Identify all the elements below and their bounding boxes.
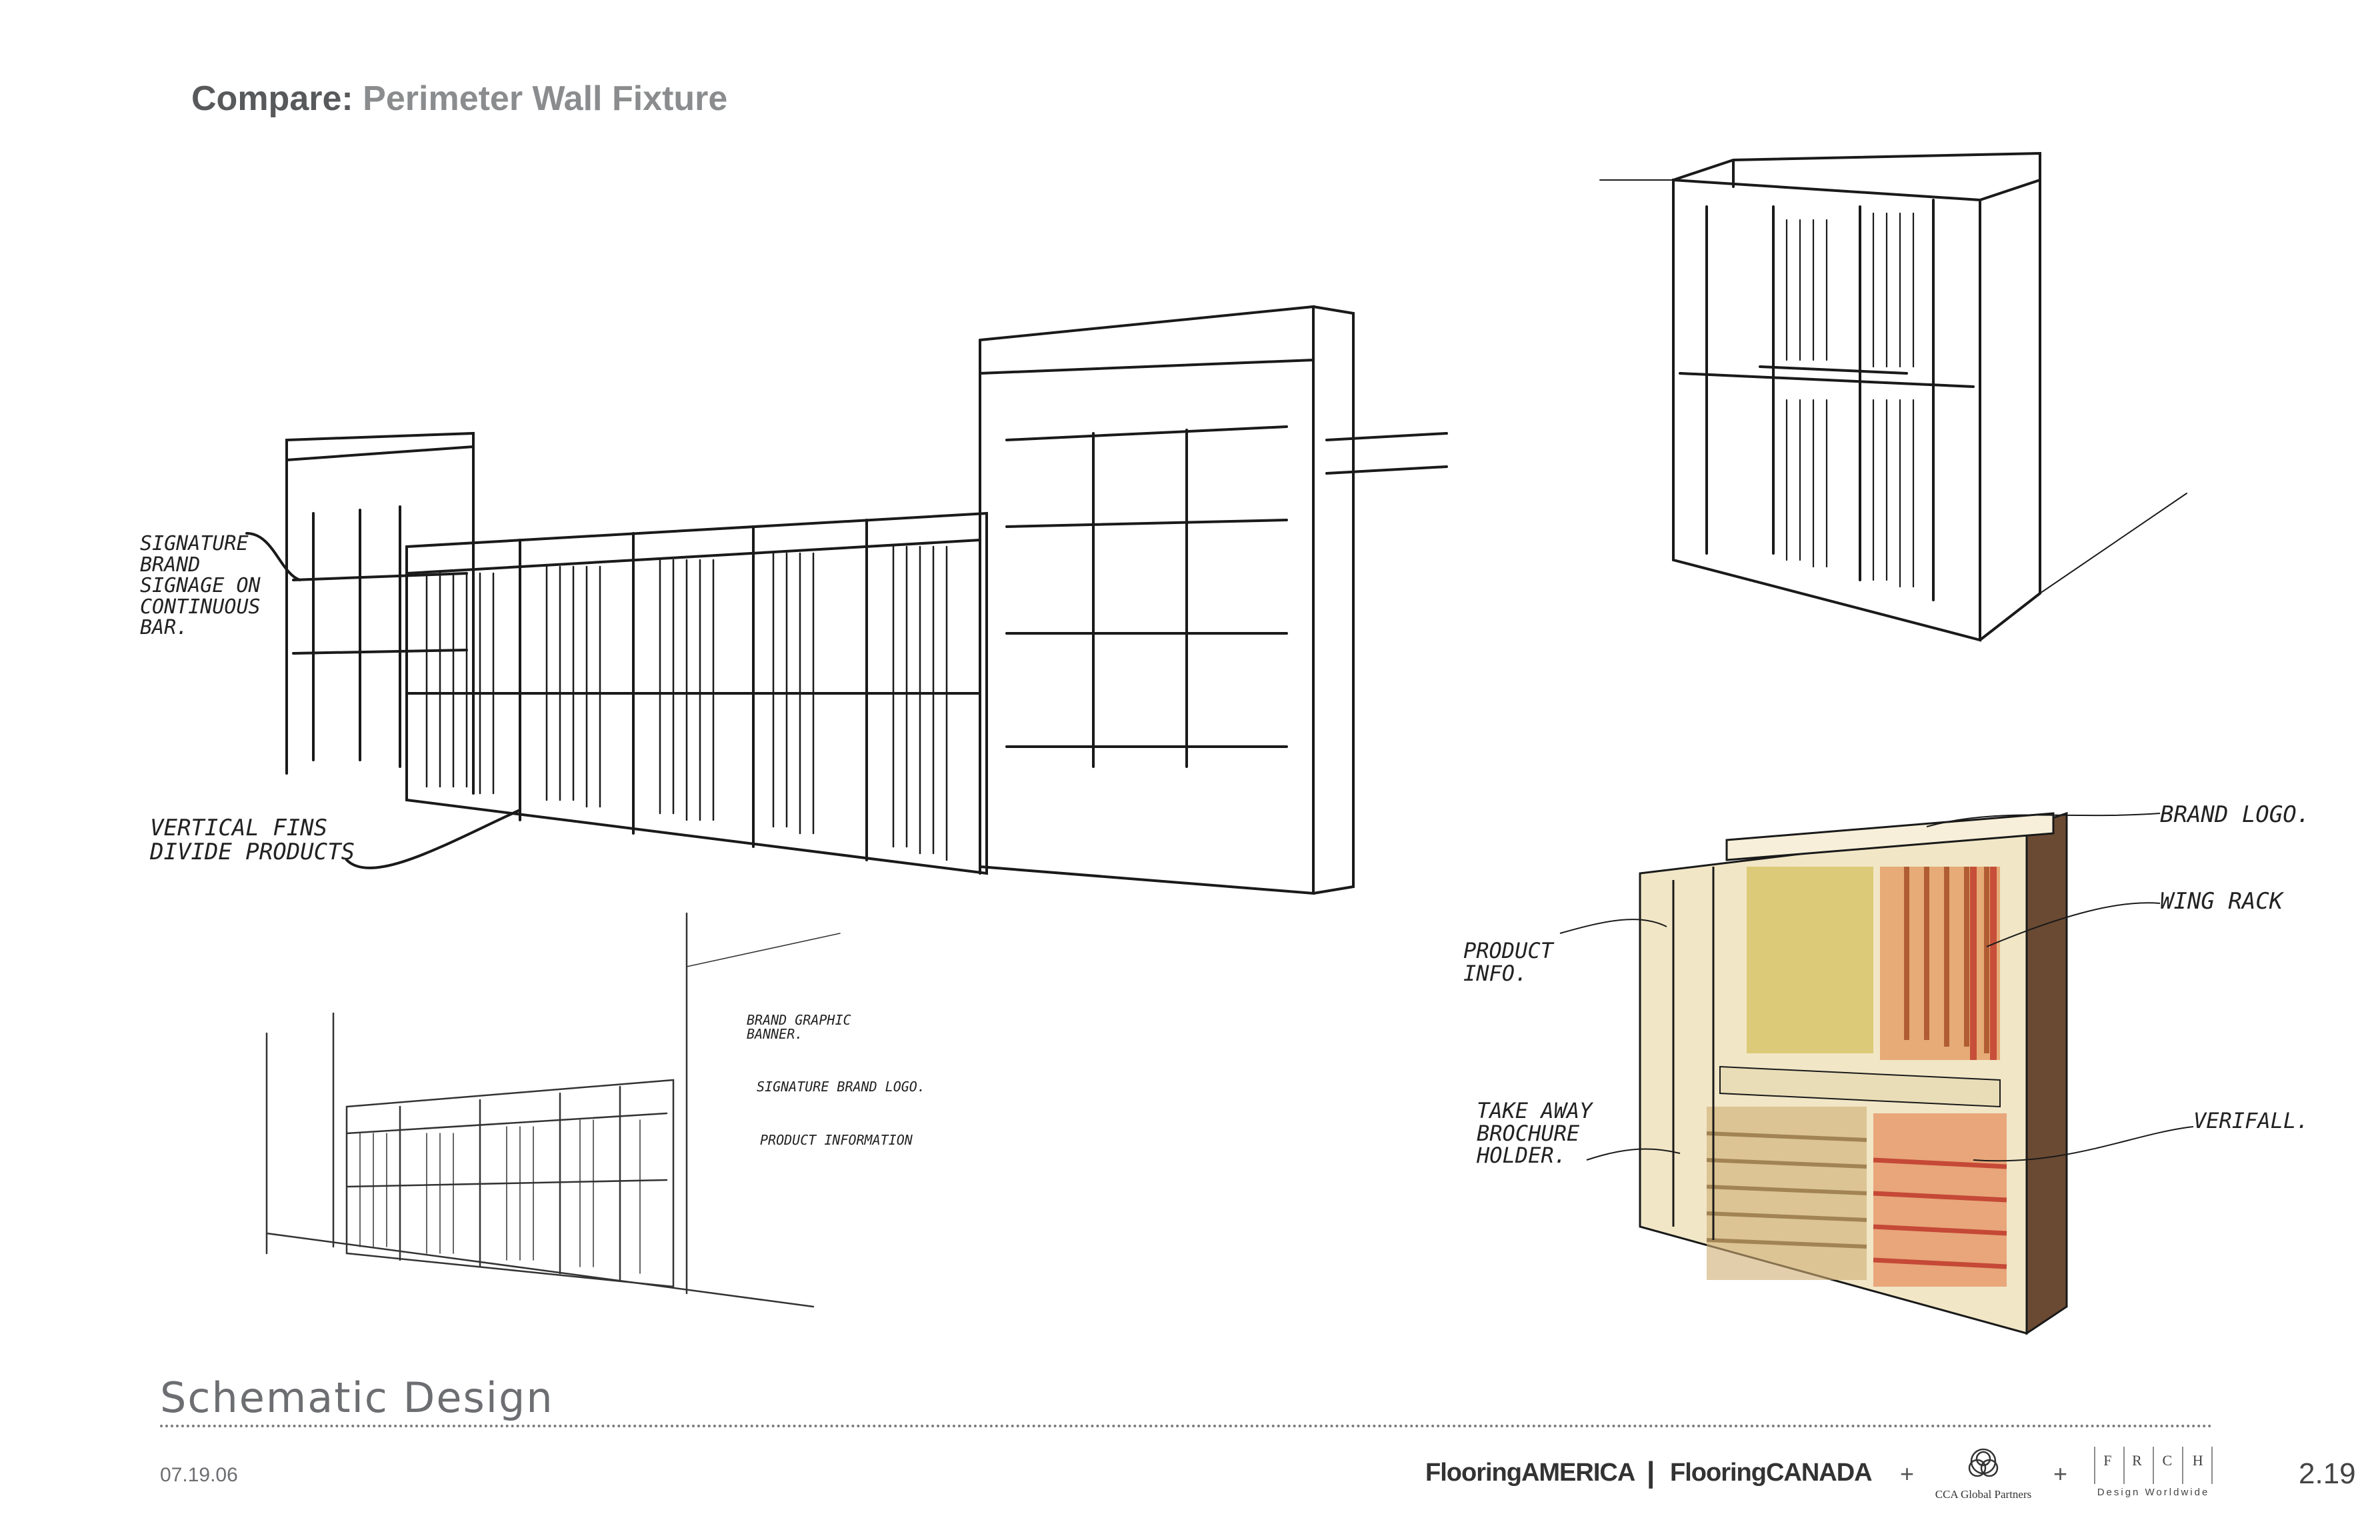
frch-letter-r: R xyxy=(2132,1452,2142,1469)
annotation-verifall: VERIFALL. xyxy=(2193,1108,2309,1133)
compare-label: Compare: xyxy=(191,79,353,118)
annotation-take-away: TAKE AWAY BROCHURE HOLDER. xyxy=(1477,1098,1593,1169)
cca-label: CCA Global Partners xyxy=(1935,1488,2032,1501)
annotation-wing-rack: WING RACK xyxy=(2160,888,2283,915)
plus-sign-2: + xyxy=(2053,1460,2068,1487)
annotation-vertical-fins: VERTICAL FINS DIVIDE PRODUCTS xyxy=(150,815,355,865)
annotation-brand-graphic-banner: BRAND GRAPHIC BANNER. xyxy=(747,1012,851,1042)
compare-subject: Perimeter Wall Fixture xyxy=(363,79,728,118)
section-title: Schematic Design xyxy=(160,1373,554,1422)
cca-logo: CCA Global Partners xyxy=(1927,1447,2040,1507)
frch-letter-f: F xyxy=(2103,1452,2112,1469)
plus-sign-1: + xyxy=(1900,1460,1915,1487)
brand-flooring-america: FlooringAMERICA xyxy=(1425,1459,1635,1487)
footer-divider xyxy=(160,1425,2213,1427)
annotation-signature-brand: SIGNATURE BRAND SIGNAGE ON CONTINUOUS BA… xyxy=(140,532,261,639)
frch-frame-icon xyxy=(2094,1447,2213,1484)
date-label: 07.19.06 xyxy=(160,1464,238,1486)
annotation-brand-logo: BRAND LOGO. xyxy=(2160,801,2311,828)
page-number: 2.19 xyxy=(2299,1457,2356,1490)
brand-flooring-canada: FlooringCANADA xyxy=(1670,1459,1873,1487)
frch-letter-c: C xyxy=(2162,1452,2173,1469)
frch-label: Design Worldwide xyxy=(2097,1487,2210,1498)
annotation-product-information: PRODUCT INFORMATION xyxy=(760,1132,913,1148)
frch-letter-h: H xyxy=(2192,1452,2203,1469)
frch-logo: F R C H Design Worldwide xyxy=(2093,1445,2213,1505)
brand-separator: | xyxy=(1647,1456,1655,1489)
cca-rings-icon xyxy=(1968,1448,1999,1477)
annotation-signature-brand-logo: SIGNATURE BRAND LOGO. xyxy=(757,1079,925,1095)
annotation-product-info: PRODUCT INFO. xyxy=(1463,938,1553,986)
page-title: Compare: Perimeter Wall Fixture xyxy=(191,79,727,119)
